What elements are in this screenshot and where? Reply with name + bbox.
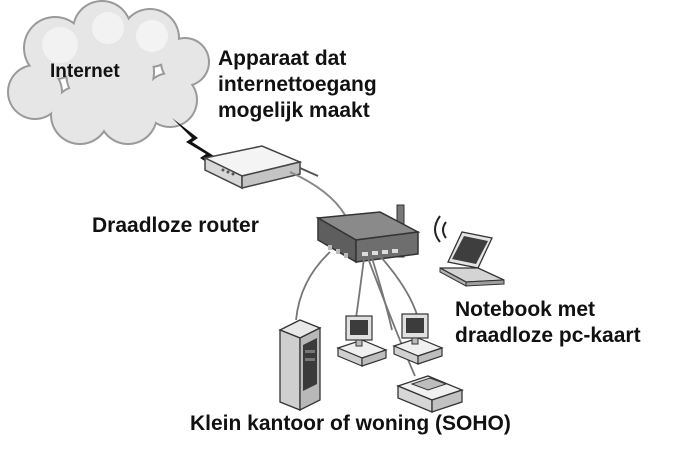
- access-device-label: Apparaat dat internettoegang mogelijk ma…: [218, 46, 377, 124]
- wireless-router-label-text: Draadloze router: [92, 214, 259, 237]
- access-device-label-line-1: Apparaat dat: [218, 47, 347, 70]
- printer-icon: [396, 375, 464, 413]
- internet-label: Internet: [50, 61, 120, 82]
- access-device-label-line-2: internettoegang: [218, 73, 377, 96]
- soho-label: Klein kantoor of woning (SOHO): [190, 412, 511, 436]
- lightning-bolt-icon: [172, 118, 216, 168]
- cloud-icon: [7, 0, 210, 145]
- internet-label-text: Internet: [50, 61, 120, 82]
- desktop-pc-icon: [336, 315, 388, 367]
- tower-server-icon: [278, 319, 322, 412]
- notebook-label-line-1: Notebook met: [455, 298, 596, 321]
- laptop-icon: [439, 231, 505, 287]
- modem-icon: [202, 145, 319, 190]
- wireless-signal-icon: [434, 215, 447, 243]
- notebook-label-line-2: draadloze pc-kaart: [455, 324, 641, 347]
- notebook-label: Notebook met draadloze pc-kaart: [455, 297, 641, 349]
- soho-label-text: Klein kantoor of woning (SOHO): [190, 412, 511, 435]
- wireless-router-icon: [315, 204, 421, 264]
- wireless-router-label: Draadloze router: [92, 214, 259, 238]
- desktop-pc-icon: [392, 313, 444, 365]
- access-device-label-line-3: mogelijk maakt: [218, 99, 370, 122]
